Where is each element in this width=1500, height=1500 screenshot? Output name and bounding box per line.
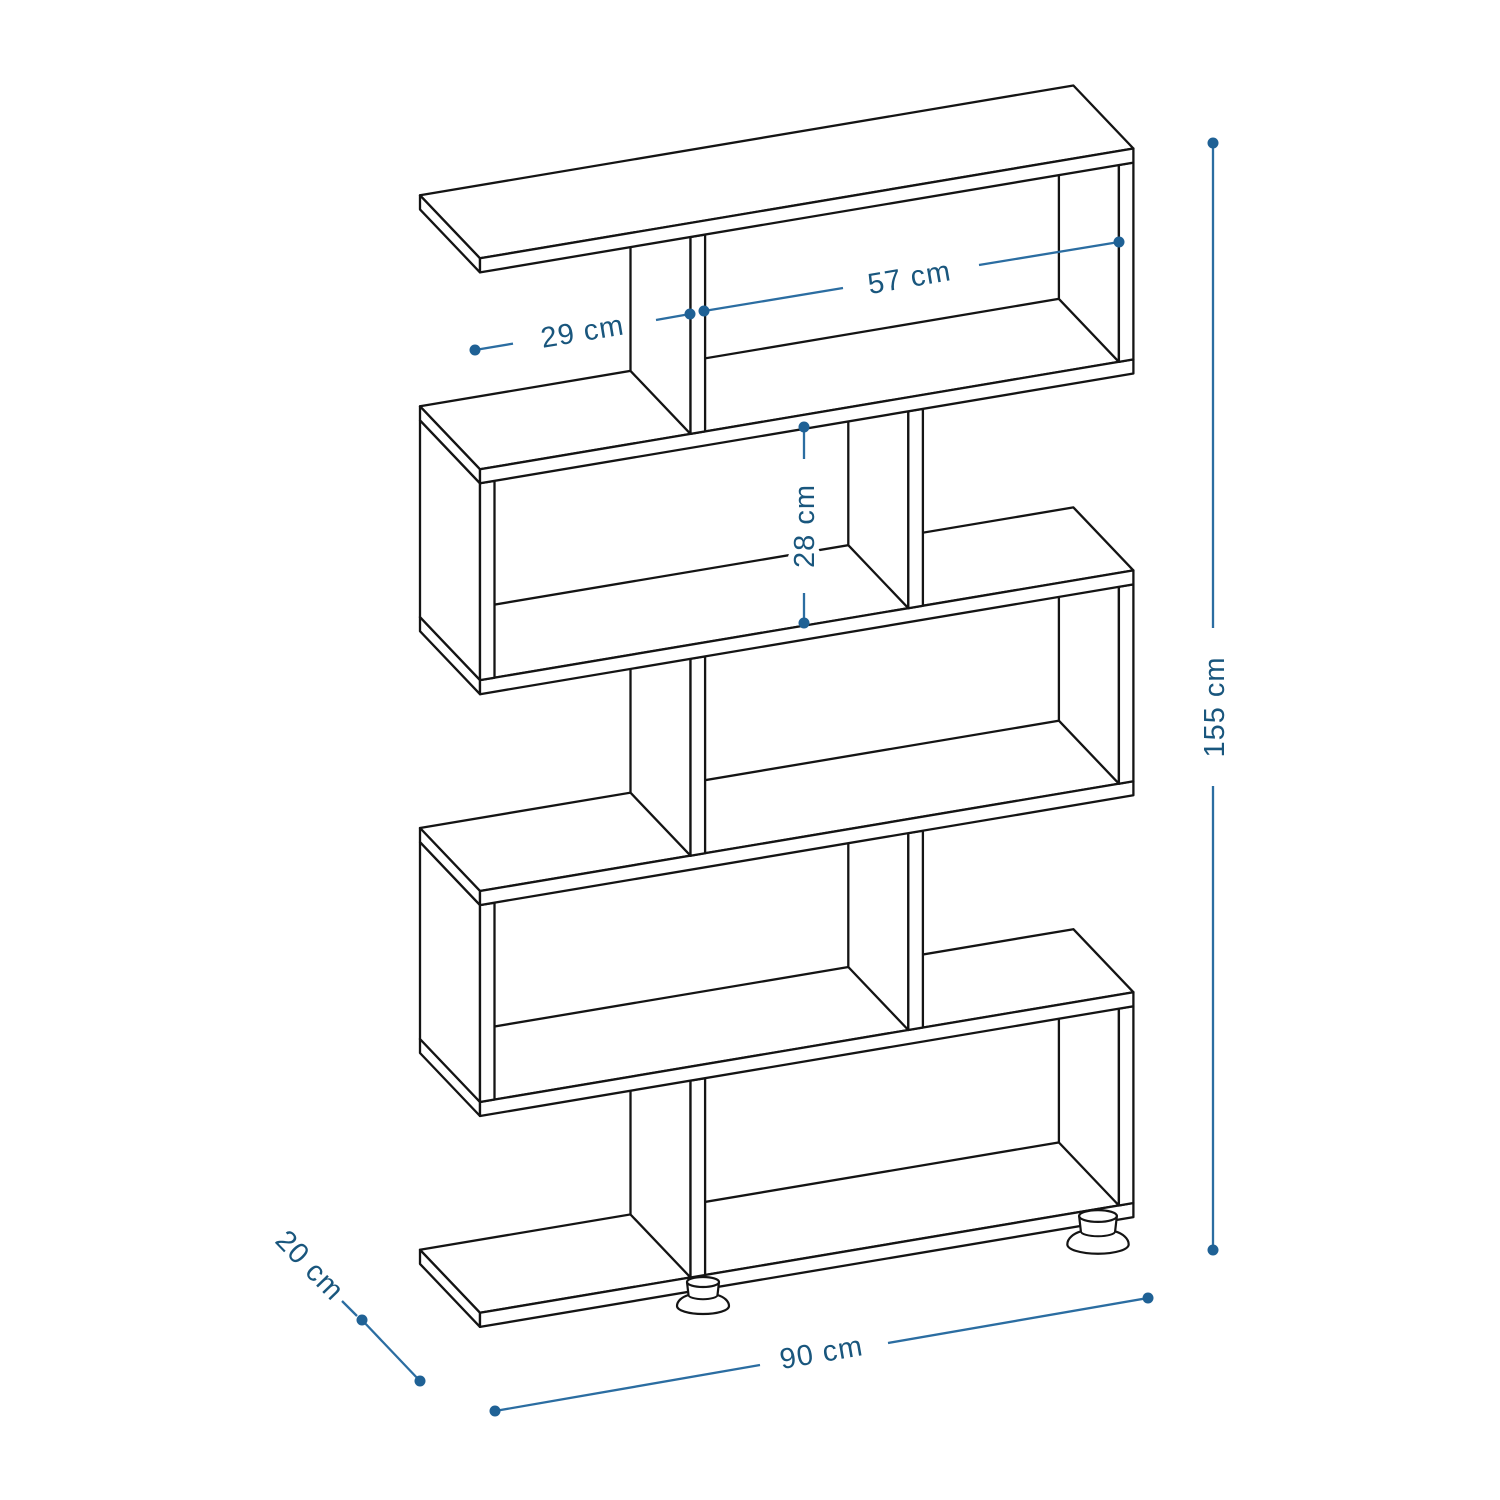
dim29-line-a xyxy=(474,342,514,352)
front-right-foot-ring xyxy=(1079,1231,1117,1238)
front-right-foot-top-cap xyxy=(1078,1208,1118,1223)
tier3-divider-front-face xyxy=(689,655,707,857)
front-left-foot-ring xyxy=(687,1294,719,1301)
dim28-label: 28 cm xyxy=(789,484,821,568)
dim90-line-b xyxy=(887,1296,1149,1345)
dimension-28cm: 28 cm xyxy=(783,421,827,629)
dim57-line-b xyxy=(978,240,1120,267)
dim57-dot-left xyxy=(698,305,710,317)
board-2-front-edge xyxy=(478,358,1135,485)
board-6-bottom-front-edge xyxy=(478,1201,1135,1329)
dim29-line-b xyxy=(655,312,691,322)
tier5-divider-front-face xyxy=(689,1077,707,1279)
front-right-foot xyxy=(1066,1208,1130,1255)
board-4 xyxy=(418,717,1135,907)
tier4-divider-front-face xyxy=(907,829,925,1032)
dim57-dot-right xyxy=(1113,236,1125,248)
board-4-front-edge xyxy=(478,780,1135,907)
front-left-foot-body xyxy=(675,1280,731,1316)
front-right-foot-body xyxy=(1066,1214,1130,1255)
dimension-155cm: 155 cm xyxy=(1193,137,1237,1256)
board-1-top-front-edge xyxy=(478,147,1135,274)
tier4-left-side-panel-front-face xyxy=(478,901,496,1104)
dim28-dot-top xyxy=(798,421,810,433)
dim20-line xyxy=(361,1319,421,1382)
dim29-dot-right xyxy=(684,308,696,320)
board-2 xyxy=(418,295,1135,485)
dim155-dot-bottom xyxy=(1207,1244,1219,1256)
front-left-foot-top-cap xyxy=(685,1275,721,1289)
dim29-dot-left xyxy=(469,344,481,356)
dim155-dot-top xyxy=(1207,137,1219,149)
tier2-divider-front-face xyxy=(907,407,925,610)
dim28-dot-bottom xyxy=(798,617,810,629)
dim57-line-a xyxy=(703,286,844,313)
tier3-right-side-panel-front-face xyxy=(1117,583,1135,785)
front-left-foot xyxy=(675,1275,731,1316)
dim20-dot-bottom xyxy=(414,1375,426,1387)
dim155-label: 155 cm xyxy=(1199,656,1231,757)
dim90-line-a xyxy=(494,1363,761,1413)
tier5-right-side-panel-front-face xyxy=(1117,1005,1135,1207)
tier1-right-side-panel-front-face xyxy=(1117,161,1135,364)
board-1-top xyxy=(418,84,1135,274)
dim20-dot-top xyxy=(356,1314,368,1326)
tier1-divider-front-face xyxy=(689,233,707,436)
dim90-dot-left xyxy=(489,1405,501,1417)
dim90-dot-right xyxy=(1142,1292,1154,1304)
dim20-leader xyxy=(341,1300,358,1317)
tier2-left-side-panel-front-face xyxy=(478,479,496,682)
